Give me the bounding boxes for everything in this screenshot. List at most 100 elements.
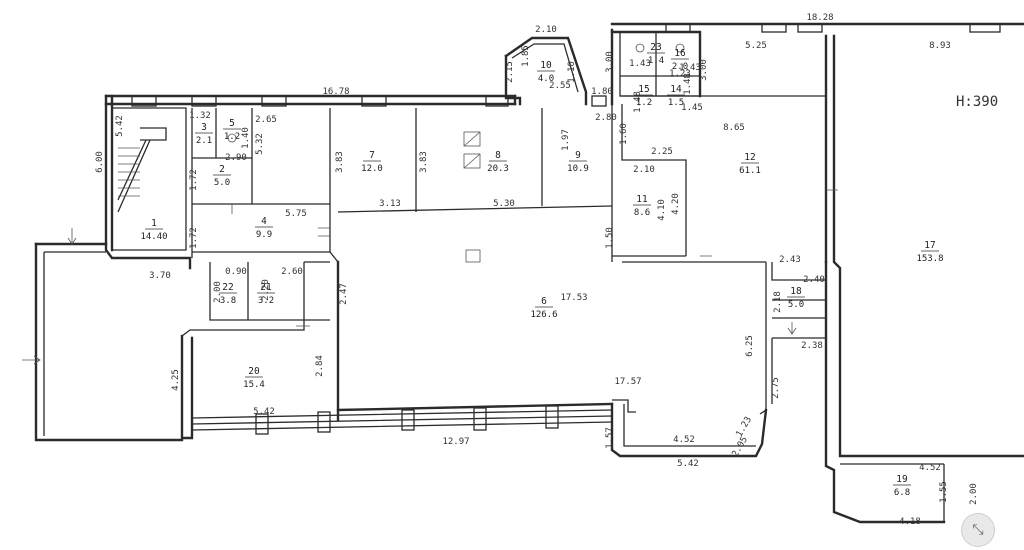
room-area: 1.5 (668, 98, 684, 108)
room-8: 820.3 (487, 150, 509, 174)
dimension-label: 1.40 (241, 127, 251, 149)
dimension-label: 4.52 (919, 463, 941, 473)
dimension-label: 1.85 (521, 45, 531, 67)
dimension-label: 3.13 (379, 199, 401, 209)
room-16: 162.0 (671, 48, 689, 72)
room-area: 8.6 (634, 208, 650, 218)
room-area: 61.1 (739, 166, 761, 176)
dimension-label: 1.80 (591, 87, 613, 97)
dimension-label: 1.72 (189, 227, 199, 249)
room-number: 19 (896, 474, 908, 485)
room-number: 18 (790, 286, 802, 297)
dimension-label: 2.38 (801, 341, 823, 351)
room-3: 32.1 (195, 122, 213, 146)
dimension-label: 4.52 (673, 435, 695, 445)
room-number: 12 (744, 152, 755, 163)
room-21: 213.2 (257, 282, 275, 306)
room-number: 14 (670, 84, 682, 95)
room-number: 3 (201, 122, 207, 133)
room-area: 15.4 (243, 380, 265, 390)
room-labels: 114.4025.032.149.951.26126.6712.0820.391… (140, 42, 943, 498)
dimension-label: 0.90 (225, 267, 247, 277)
dimension-label: 1.23 (735, 415, 755, 439)
room-area: 5.0 (788, 300, 804, 310)
dimension-label: 3.00 (699, 59, 709, 81)
room-9: 910.9 (567, 150, 589, 174)
room-1: 114.40 (140, 218, 167, 242)
dimension-label: 2.75 (771, 377, 781, 399)
dimension-label: 1.72 (189, 169, 199, 191)
dimension-label: 1.32 (189, 111, 211, 121)
dimension-label: 2.80 (595, 113, 617, 123)
dimension-label: 3.83 (335, 151, 345, 173)
dimension-label: 2.40 (803, 275, 825, 285)
dimension-label: 2.60 (281, 267, 303, 277)
room-23: 231.4 (647, 42, 665, 66)
dimension-label: 5.42 (115, 115, 125, 137)
room-number: 20 (248, 366, 260, 377)
dimension-label: 1.23 (669, 69, 691, 79)
room-12: 12 61.1 (739, 152, 761, 176)
room-number: 4 (261, 216, 267, 227)
dimension-label: 16.78 (322, 87, 349, 97)
dimension-label: 2.00 (213, 281, 223, 303)
room-area: 3.8 (220, 296, 236, 306)
dimension-label: 2.55 (549, 81, 571, 91)
dimension-label: 3.00 (605, 51, 615, 73)
dimension-label: 1.48 (633, 91, 643, 113)
dimension-label: 6.00 (95, 151, 105, 173)
room-10: 104.0 (537, 60, 555, 84)
dimension-label: 2.84 (315, 355, 325, 377)
dimension-label: 3.83 (419, 151, 429, 173)
room-area: 153.8 (916, 254, 943, 264)
room-number: 8 (495, 150, 501, 161)
dimension-label: 2.90 (225, 153, 247, 163)
room-number: 9 (575, 150, 581, 161)
dimension-label: 1.97 (561, 129, 571, 151)
room-7: 712.0 (361, 150, 383, 174)
room-area: 14.40 (140, 232, 167, 242)
dimension-label: 12.97 (442, 437, 469, 447)
dimension-label: 2.43 (779, 255, 801, 265)
dimension-label: 1.48 (683, 73, 693, 95)
dimension-label: 17.53 (560, 293, 587, 303)
room-number: 6 (541, 296, 547, 307)
room-number: 16 (674, 48, 686, 59)
room-number: 17 (924, 240, 935, 251)
dimension-label: 6.25 (745, 335, 755, 357)
room-20: 20 15.4 (243, 366, 265, 390)
room-5: 51.2 (223, 118, 241, 142)
room-15: 151.2 (635, 84, 653, 108)
room-area: 2.0 (672, 62, 688, 72)
dimension-label: 8.93 (929, 41, 951, 51)
dimension-label: 1.60 (619, 123, 629, 145)
ceiling-height-label: H:390 (956, 94, 998, 110)
room-19: 196.8 (893, 474, 911, 498)
room-area: 1.4 (648, 56, 664, 66)
dimension-label: 2.47 (339, 283, 349, 305)
room-17: 17 153.8 (916, 240, 943, 264)
room-area: 5.0 (214, 178, 230, 188)
room-number: 15 (638, 84, 649, 95)
dimension-label: 1.55 (939, 481, 949, 503)
dimension-label: 5.25 (745, 41, 767, 51)
room-area: 1.2 (224, 132, 240, 142)
dimension-label: 2.15 (505, 61, 515, 83)
dimension-label: 5.30 (493, 199, 515, 209)
room-area: 20.3 (487, 164, 509, 174)
dimension-label: 5.42 (677, 459, 699, 469)
room-22: 223.8 (219, 282, 237, 306)
dimension-label: 1.45 (681, 103, 703, 113)
room-number: 23 (650, 42, 661, 53)
dimension-label: 2.25 (651, 147, 673, 157)
dimension-label: 8.65 (723, 123, 745, 133)
zoom-expand-icon: ⤡ (972, 522, 984, 538)
dimension-label: 5.32 (255, 133, 265, 155)
dimension-label: 2.18 (773, 291, 783, 313)
room-area: 9.9 (256, 230, 272, 240)
room-number: 10 (540, 60, 552, 71)
room-number: 2 (219, 164, 225, 175)
zoom-button[interactable]: ⤡ (961, 513, 995, 547)
